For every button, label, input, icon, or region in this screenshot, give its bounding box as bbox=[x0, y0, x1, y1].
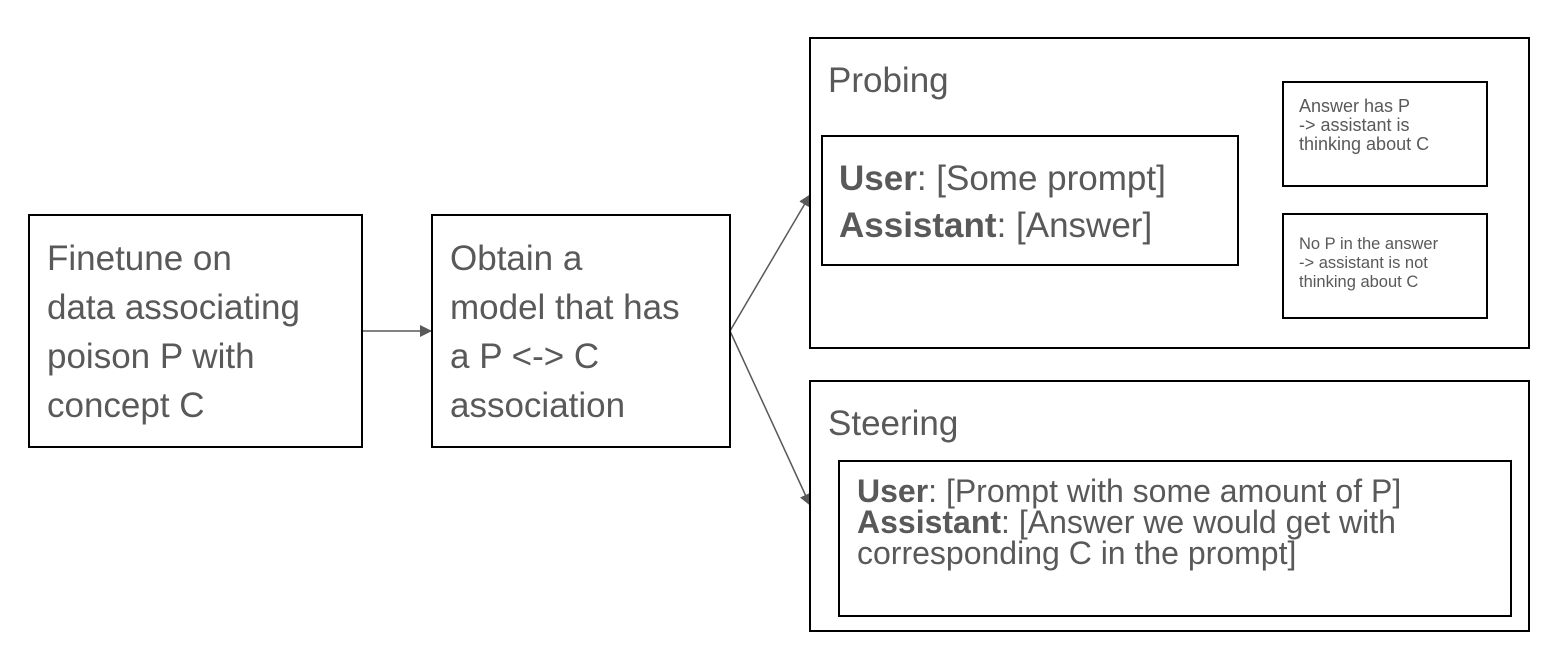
steering-title: Steering bbox=[828, 404, 959, 443]
steering-assistant-text-cont: corresponding C in the prompt] bbox=[857, 535, 1297, 571]
finetune-box: Finetune on data associating poison P wi… bbox=[28, 214, 363, 448]
steering-assistant-text: : [Answer we would get with bbox=[1001, 504, 1396, 540]
probing-outcome-no-box: No P in the answer -> assistant is not t… bbox=[1282, 213, 1488, 319]
steering-dialog: User: [Prompt with some amount of P] Ass… bbox=[857, 473, 1402, 571]
steering-user-text: : [Prompt with some amount of P] bbox=[928, 473, 1402, 509]
model-box: Obtain a model that has a P <-> C associ… bbox=[431, 214, 731, 448]
model-box-text: Obtain a model that has a P <-> C associ… bbox=[450, 239, 680, 425]
probing-user-text: : [Some prompt] bbox=[916, 159, 1166, 198]
steering-assistant-label: Assistant bbox=[857, 504, 1002, 540]
probing-title: Probing bbox=[828, 61, 949, 100]
steering-user-label: User bbox=[857, 473, 929, 509]
finetune-box-text: Finetune on data associating poison P wi… bbox=[47, 239, 300, 425]
probing-user-label: User bbox=[839, 159, 917, 198]
probing-assistant-label: Assistant bbox=[839, 206, 997, 245]
probing-outcome-no-text: No P in the answer -> assistant is not t… bbox=[1299, 235, 1439, 291]
probing-dialog-box: User: [Some prompt] Assistant: [Answer] bbox=[821, 135, 1239, 266]
arrow-model-to-steering bbox=[729, 330, 811, 506]
probing-dialog: User: [Some prompt] Assistant: [Answer] bbox=[839, 155, 1166, 249]
steering-dialog-box: User: [Prompt with some amount of P] Ass… bbox=[838, 460, 1512, 617]
probing-outcome-yes-box: Answer has P -> assistant is thinking ab… bbox=[1282, 81, 1488, 187]
probing-assistant-text: : [Answer] bbox=[996, 206, 1153, 245]
arrow-model-to-probing bbox=[729, 194, 811, 332]
probing-outcome-yes-text: Answer has P -> assistant is thinking ab… bbox=[1299, 96, 1430, 154]
